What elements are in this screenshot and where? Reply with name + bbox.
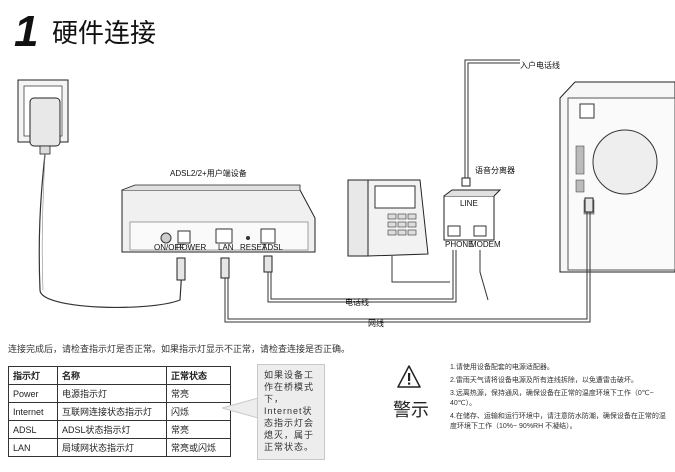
header-led: 指示灯 bbox=[8, 366, 58, 385]
network-cable bbox=[224, 212, 591, 323]
warning-item: 1.请使用设备配套的电源适配器。 bbox=[450, 364, 554, 371]
name-cell: ADSL状态指示灯 bbox=[57, 420, 167, 439]
header-name: 名称 bbox=[57, 366, 167, 385]
telephone bbox=[347, 179, 429, 257]
adsl-port-label: ADSL bbox=[262, 243, 283, 252]
line-port-label: LINE bbox=[460, 199, 478, 208]
name-cell: 电源指示灯 bbox=[57, 384, 167, 403]
table-header-row: 指示灯 名称 正常状态 bbox=[8, 366, 231, 385]
warning-label: 警示 bbox=[393, 400, 429, 420]
modem-port-label: MODEM bbox=[470, 240, 501, 249]
led-status-table: 指示灯 名称 正常状态 Power 电源指示灯 常亮 Internet 互联网连… bbox=[8, 366, 231, 457]
warning-list: 1.请使用设备配套的电源适配器。 2.雷雨天气请将设备电源及所有连线拆除，以免遭… bbox=[450, 363, 670, 435]
table-row: LAN 局域网状态指示灯 常亮或闪烁 bbox=[8, 438, 231, 457]
warning-item: 2.雷雨天气请将设备电源及所有连线拆除，以免遭雷击破坏。 bbox=[450, 377, 638, 384]
warning-item: 3.远离热源，保持通风，确保设备在正常的温度环境下工作（0℃~ 40℃）。 bbox=[450, 390, 654, 407]
network-cable-label: 网线 bbox=[368, 318, 384, 328]
reset-port-label: RESET bbox=[240, 243, 267, 252]
phone-cable-label: 电话线 bbox=[345, 297, 369, 307]
table-row: Internet 互联网连接状态指示灯 闪烁 bbox=[8, 402, 231, 421]
modem-label: ADSL2/2+用户端设备 bbox=[170, 168, 247, 178]
name-cell: 互联网连接状态指示灯 bbox=[57, 402, 167, 421]
callout-pointer bbox=[222, 398, 259, 418]
warning-item: 4.在储存、运输和运行环境中，请注意防水防潮，确保设备在正常的湿度环境下工作（1… bbox=[450, 413, 666, 430]
power-cable bbox=[38, 153, 183, 309]
phone-port-label: PHONE bbox=[445, 240, 473, 249]
adsl-modem: ON/OFF POWER LAN RESET ADSL bbox=[121, 184, 316, 253]
incoming-line bbox=[464, 59, 520, 183]
state-cell: 常亮 bbox=[166, 420, 231, 439]
power-adapter bbox=[29, 97, 61, 155]
warning-icon bbox=[397, 365, 421, 388]
led-cell: Internet bbox=[8, 402, 58, 421]
led-cell: LAN bbox=[8, 438, 58, 457]
step-number: 1 bbox=[14, 7, 39, 56]
lan-port-label: LAN bbox=[218, 243, 234, 252]
phone-cable bbox=[267, 250, 457, 303]
computer bbox=[559, 81, 675, 273]
connection-diagram: ON/OFF POWER LAN RESET ADSL ADSL2/2+用户端设… bbox=[17, 59, 675, 328]
bridge-mode-note: 如果设备工作在桥模式下，Internet状态指示灯会熄灭，属于正常状态。 bbox=[257, 364, 325, 460]
name-cell: 局域网状态指示灯 bbox=[57, 438, 167, 457]
onoff-port-label: ON/OFF bbox=[154, 243, 184, 252]
state-cell: 常亮或闪烁 bbox=[166, 438, 231, 457]
cable-plugs bbox=[176, 255, 273, 281]
state-cell: 常亮 bbox=[166, 384, 231, 403]
led-cell: Power bbox=[8, 384, 58, 403]
voice-splitter: LINE PHONE MODEM bbox=[443, 189, 502, 249]
power-port-label: POWER bbox=[176, 243, 206, 252]
table-row: ADSL ADSL状态指示灯 常亮 bbox=[8, 420, 231, 439]
led-cell: ADSL bbox=[8, 420, 58, 439]
header-normal-state: 正常状态 bbox=[166, 366, 231, 385]
splitter-label: 语音分离器 bbox=[475, 165, 515, 175]
line-in-label: 入户电话线 bbox=[520, 60, 560, 70]
page-title: 硬件连接 bbox=[52, 18, 157, 48]
instruction-text: 连接完成后，请检查指示灯是否正常。如果指示灯显示不正常，请检查连接是否正确。 bbox=[8, 344, 351, 354]
table-row: Power 电源指示灯 常亮 bbox=[8, 384, 231, 403]
state-cell: 闪烁 bbox=[166, 402, 231, 421]
